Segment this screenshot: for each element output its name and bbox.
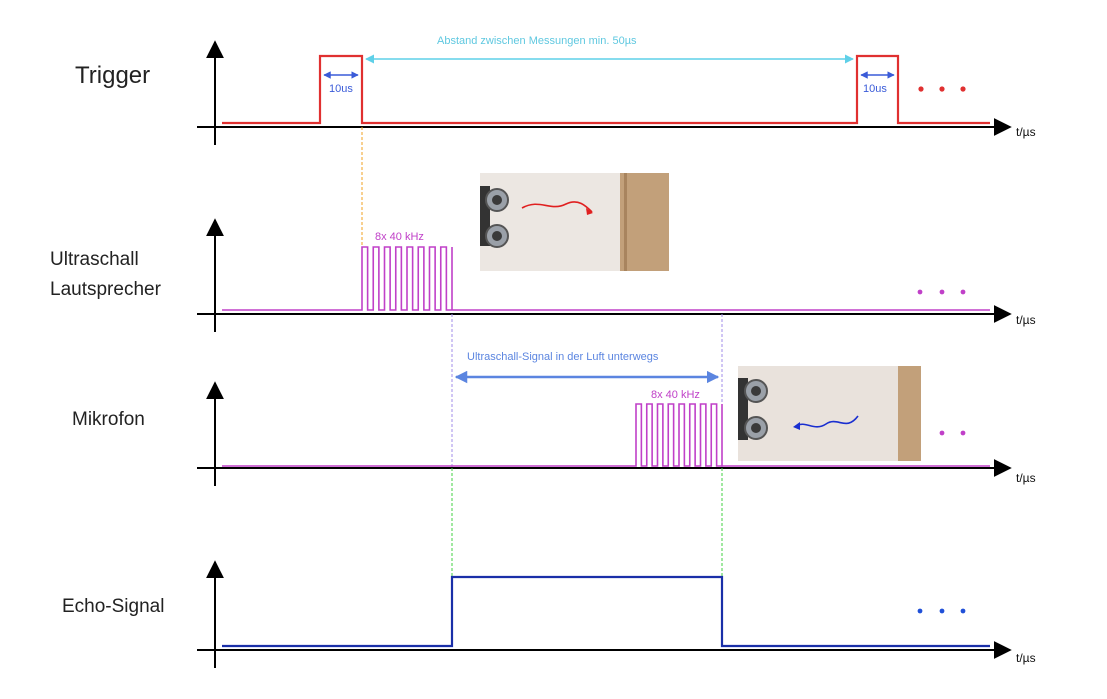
- trigger-label: Trigger: [75, 62, 150, 89]
- ultrasonic-sensor-photo-icon: [738, 366, 921, 461]
- mic-axes: [197, 381, 1012, 486]
- echo-axes: [197, 560, 1012, 668]
- spacing-label: Abstand zwischen Messungen min. 50µs: [437, 35, 637, 47]
- trigger-continuation-dots: [918, 86, 966, 92]
- speaker-axis-unit: t/µs: [1016, 313, 1036, 327]
- speaker-continuation-dots: [917, 289, 966, 295]
- speaker-burst-label: 8x 40 kHz: [375, 231, 424, 243]
- mic-axis-unit: t/µs: [1016, 471, 1036, 485]
- trigger-waveform: [222, 54, 990, 125]
- trigger-axis-unit: t/µs: [1016, 125, 1036, 139]
- travel-label: Ultraschall-Signal in der Luft unterwegs: [467, 351, 659, 363]
- speaker-burst-waveform: [222, 246, 990, 311]
- echo-label: Echo-Signal: [62, 596, 164, 617]
- ultrasonic-sensor-photo-icon: [480, 173, 669, 271]
- echo-waveform: [222, 575, 990, 648]
- trigger-axes: [197, 40, 1012, 145]
- speaker-axes: [197, 218, 1012, 332]
- mic-burst-waveform: [222, 403, 990, 467]
- mic-label: Mikrofon: [72, 409, 145, 430]
- speaker-label-line2: Lautsprecher: [50, 279, 162, 300]
- mic-burst-label: 8x 40 kHz: [651, 389, 700, 401]
- echo-axis-unit: t/µs: [1016, 651, 1036, 665]
- trigger-pulse-label-2: 10us: [863, 83, 887, 95]
- trigger-pulse-label-1: 10us: [329, 83, 353, 95]
- speaker-label-line1: Ultraschall: [50, 249, 139, 270]
- mic-continuation-dots: [939, 430, 966, 436]
- echo-continuation-dots: [917, 608, 966, 614]
